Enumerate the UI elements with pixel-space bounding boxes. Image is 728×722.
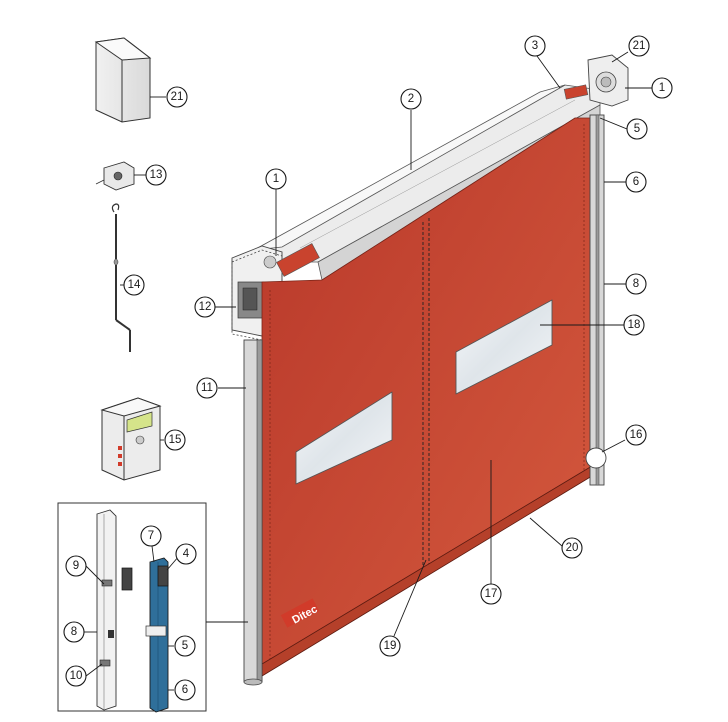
callout-21-box: 21 [166,86,188,108]
curtain-stitching [269,124,585,662]
callout-20: 20 [561,537,583,559]
callout-7: 7 [140,525,162,547]
right-guide-column [589,114,605,486]
callout-6-right: 6 [625,171,647,193]
callout-9: 9 [65,555,87,577]
callout-5-inset: 5 [174,635,196,657]
svg-text:5: 5 [634,123,640,135]
svg-text:8: 8 [633,278,639,290]
svg-text:16: 16 [630,429,643,441]
control-box-21 [94,37,152,123]
svg-text:15: 15 [169,434,182,446]
svg-text:3: 3 [532,40,538,52]
svg-text:6: 6 [633,176,639,188]
callout-12: 12 [194,296,216,318]
callout-5-top: 5 [626,118,648,140]
callout-2: 2 [400,88,422,110]
svg-text:9: 9 [73,560,79,572]
svg-text:12: 12 [199,301,212,313]
callout-11: 11 [196,377,218,399]
svg-text:8: 8 [71,626,77,638]
svg-text:10: 10 [70,670,83,682]
callout-19: 19 [379,635,401,657]
svg-text:19: 19 [384,640,397,652]
top-housing [253,84,601,281]
callout-8-right: 8 [625,273,647,295]
door-assembly: Ditec [231,54,629,686]
svg-text:2: 2 [408,93,414,105]
svg-text:20: 20 [566,542,579,554]
svg-text:21: 21 [633,40,646,52]
callout-1-left: 1 [265,168,287,190]
callout-14: 14 [123,274,145,296]
svg-text:17: 17 [485,588,498,600]
callout-4: 4 [175,543,197,565]
window-right [455,299,553,395]
svg-text:7: 7 [148,530,154,542]
svg-text:13: 13 [150,169,163,181]
callout-15: 15 [164,429,186,451]
callout-17: 17 [480,583,502,605]
right-end-bracket [563,54,629,107]
callouts: 21 13 14 12 11 15 1 2 3 21 1 5 6 8 18 16… [63,35,673,701]
svg-text:4: 4 [183,548,190,560]
callout-3: 3 [524,35,546,57]
callout-8-inset: 8 [63,621,85,643]
svg-text:18: 18 [628,319,641,331]
svg-text:6: 6 [182,684,188,696]
svg-text:14: 14 [128,279,141,291]
callout-16: 16 [625,424,647,446]
inset-detail [57,502,248,713]
callout-13: 13 [145,164,167,186]
left-guide-column [243,339,263,686]
callout-10: 10 [65,665,87,687]
control-panel-15 [100,397,162,481]
callout-6-inset: 6 [174,679,196,701]
svg-text:1: 1 [273,173,279,185]
svg-text:21: 21 [171,91,184,103]
svg-text:5: 5 [182,640,188,652]
bracket-13 [95,161,135,191]
window-left [295,391,393,485]
svg-text:11: 11 [201,382,213,394]
crank-handle-14 [111,203,131,352]
callout-21-top: 21 [628,35,650,57]
svg-text:1: 1 [659,82,665,94]
callout-1-right: 1 [651,77,673,99]
callout-18: 18 [623,314,645,336]
detail-circle-16 [585,447,607,469]
leader-lines [84,51,652,691]
